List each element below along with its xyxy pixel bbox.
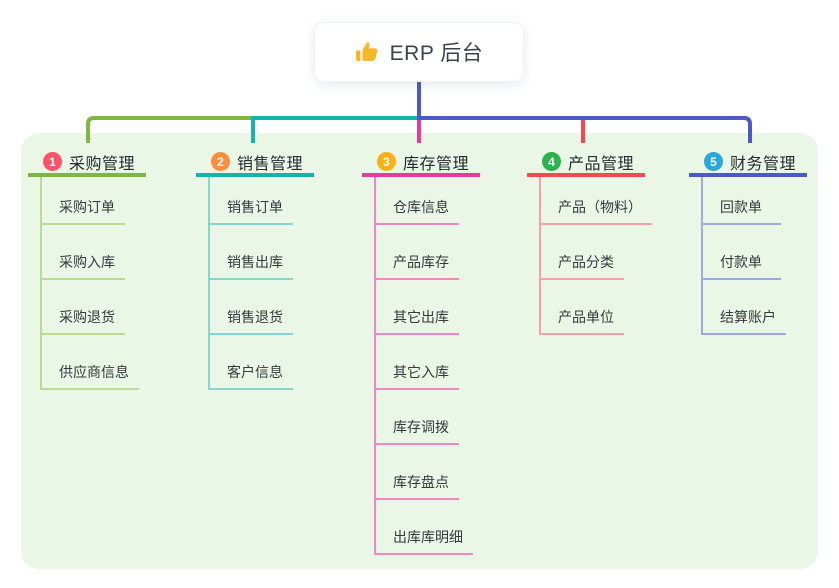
node-label: 采购入库 bbox=[59, 254, 115, 270]
mindmap-node-item[interactable]: 其它入库 bbox=[376, 335, 459, 390]
node-label: 付款单 bbox=[720, 254, 762, 270]
mindmap-node-item[interactable]: 仓库信息 bbox=[376, 177, 459, 225]
mindmap-node-item[interactable]: 采购入库 bbox=[42, 225, 125, 280]
mindmap-branch-3: 3 库存管理 仓库信息产品库存其它出库其它入库库存调拨库存盘点出库库明细 bbox=[362, 150, 480, 555]
mindmap-node-item[interactable]: 库存调拨 bbox=[376, 390, 459, 445]
mindmap-branch-1: 1 采购管理 采购订单采购入库采购退货供应商信息 bbox=[28, 150, 146, 390]
thumbs-up-icon bbox=[355, 41, 378, 61]
node-label: 库存盘点 bbox=[393, 474, 449, 490]
node-label: 采购退货 bbox=[59, 309, 115, 325]
mindmap-node-item[interactable]: 库存盘点 bbox=[376, 445, 459, 500]
node-label: 库存调拨 bbox=[393, 419, 449, 435]
branch-title[interactable]: 3 库存管理 bbox=[362, 150, 480, 177]
node-label: 销售出库 bbox=[227, 254, 283, 270]
mindmap-node-item[interactable]: 客户信息 bbox=[210, 335, 293, 390]
node-label: 仓库信息 bbox=[393, 199, 449, 215]
mindmap-node-item[interactable]: 销售订单 bbox=[210, 177, 293, 225]
root-node-erp[interactable]: ERP 后台 bbox=[314, 22, 524, 82]
node-label: 产品单位 bbox=[558, 309, 614, 325]
mindmap-branch-4: 4 产品管理 产品（物料） 产品分类产品单位 bbox=[527, 150, 652, 335]
mindmap-node-item[interactable]: 供应商信息 bbox=[42, 335, 139, 390]
mindmap-branch-5: 5 财务管理 回款单付款单结算账户 bbox=[689, 150, 807, 335]
node-label: 产品库存 bbox=[393, 254, 449, 270]
branch-title[interactable]: 5 财务管理 bbox=[689, 150, 807, 177]
mindmap-node-item[interactable]: 产品单位 bbox=[541, 280, 624, 335]
mindmap-canvas bbox=[21, 133, 818, 569]
mindmap-node-item[interactable]: 产品（物料） bbox=[541, 177, 652, 225]
mindmap-node-item[interactable]: 销售出库 bbox=[210, 225, 293, 280]
branch-children: 回款单付款单结算账户 bbox=[701, 177, 807, 335]
root-node-label: ERP 后台 bbox=[389, 42, 484, 65]
node-label: 结算账户 bbox=[720, 309, 776, 325]
mindmap-node-item[interactable]: 产品库存 bbox=[376, 225, 459, 280]
mindmap-node-item[interactable]: 付款单 bbox=[703, 225, 781, 280]
mindmap-node-item[interactable]: 产品分类 bbox=[541, 225, 624, 280]
branch-children: 产品（物料） 产品分类产品单位 bbox=[539, 177, 652, 335]
branch-children: 销售订单销售出库销售退货客户信息 bbox=[208, 177, 314, 390]
branch-index-badge: 2 bbox=[211, 152, 230, 171]
node-label: 回款单 bbox=[720, 199, 762, 215]
branch-children: 仓库信息产品库存其它出库其它入库库存调拨库存盘点出库库明细 bbox=[374, 177, 480, 555]
branch-title[interactable]: 1 采购管理 bbox=[28, 150, 146, 177]
branch-title-label: 产品管理 bbox=[568, 155, 635, 173]
node-label: 其它出库 bbox=[393, 309, 449, 325]
branch-index-badge: 3 bbox=[377, 152, 396, 171]
branch-index-badge: 5 bbox=[704, 152, 723, 171]
node-label: 其它入库 bbox=[393, 364, 449, 380]
mindmap-node-item[interactable]: 其它出库 bbox=[376, 280, 459, 335]
mindmap-node-item[interactable]: 出库库明细 bbox=[376, 500, 473, 555]
branch-title-label: 财务管理 bbox=[730, 155, 797, 173]
branch-index-badge: 1 bbox=[43, 152, 62, 171]
node-label: 供应商信息 bbox=[59, 364, 129, 380]
mindmap-node-item[interactable]: 回款单 bbox=[703, 177, 781, 225]
mindmap-node-item[interactable]: 销售退货 bbox=[210, 280, 293, 335]
mindmap-node-item[interactable]: 结算账户 bbox=[703, 280, 786, 335]
branch-title-label: 销售管理 bbox=[237, 155, 304, 173]
mindmap-node-item[interactable]: 采购退货 bbox=[42, 280, 125, 335]
node-label: 销售退货 bbox=[227, 309, 283, 325]
mindmap-node-item[interactable]: 采购订单 bbox=[42, 177, 125, 225]
node-label: 客户信息 bbox=[227, 364, 283, 380]
branch-title-label: 库存管理 bbox=[403, 155, 470, 173]
mindmap-branch-2: 2 销售管理 销售订单销售出库销售退货客户信息 bbox=[196, 150, 314, 390]
branch-title[interactable]: 4 产品管理 bbox=[527, 150, 645, 177]
node-label: 销售订单 bbox=[227, 199, 283, 215]
node-label: 出库库明细 bbox=[393, 529, 463, 545]
branch-title[interactable]: 2 销售管理 bbox=[196, 150, 314, 177]
node-label: 产品（物料） bbox=[558, 199, 642, 215]
branch-children: 采购订单采购入库采购退货供应商信息 bbox=[40, 177, 146, 390]
node-label: 产品分类 bbox=[558, 254, 614, 270]
branch-index-badge: 4 bbox=[542, 152, 561, 171]
branch-title-label: 采购管理 bbox=[69, 155, 136, 173]
node-label: 采购订单 bbox=[59, 199, 115, 215]
